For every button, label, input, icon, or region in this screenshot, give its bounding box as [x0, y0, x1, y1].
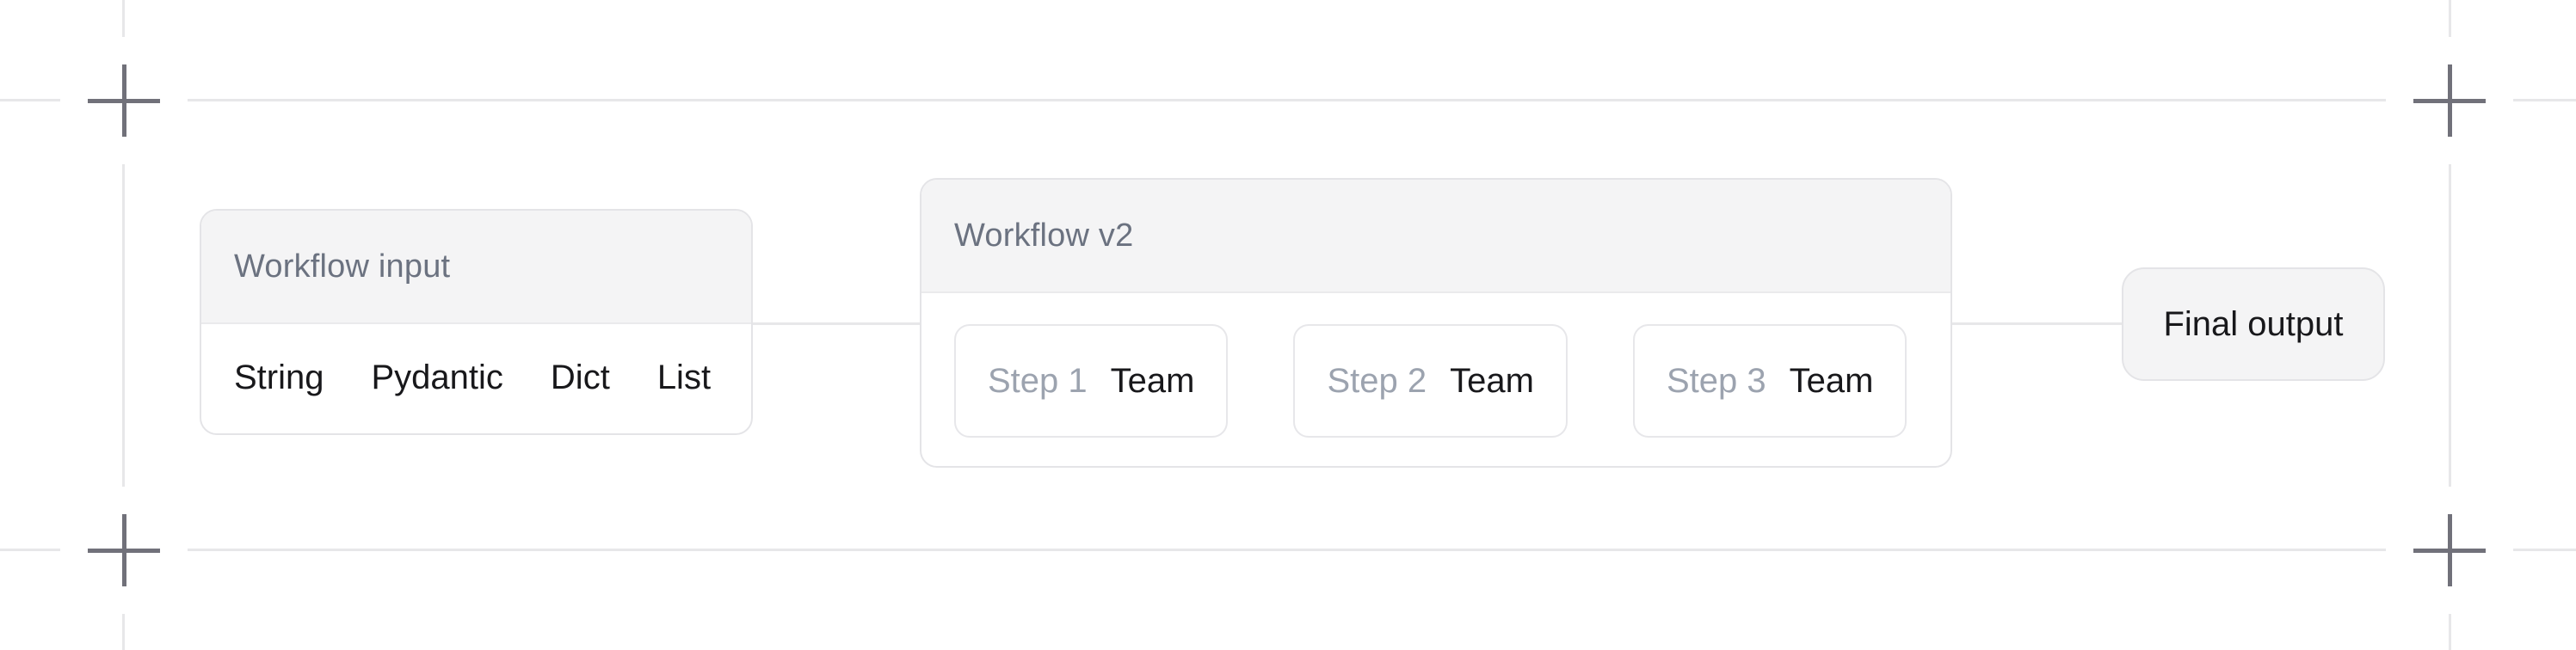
input-type-string: String: [234, 359, 324, 396]
step-1-box: Step 1 Team: [954, 324, 1229, 438]
workflow-input-card: Workflow input String Pydantic Dict List: [200, 209, 753, 435]
crosshair-mark-bottom-left-icon: [88, 514, 160, 586]
input-type-pydantic: Pydantic: [371, 359, 503, 396]
guide-line-vertical-right: [2449, 0, 2451, 650]
final-output-card: Final output: [2122, 267, 2385, 381]
guide-line-vertical-left: [122, 0, 125, 650]
step-2-executor: Team: [1450, 361, 1534, 400]
input-type-list: List: [656, 359, 712, 396]
workflow-v2-body: Step 1 Team Step 2 Team Step 3 Team: [921, 293, 1950, 464]
guide-line-horizontal-bottom: [0, 549, 2576, 551]
connector-workflow-to-output: [1952, 322, 2122, 325]
step-1-label: Step 1: [988, 361, 1088, 400]
step-2-label: Step 2: [1327, 361, 1427, 400]
crosshair-mark-top-right-icon: [2413, 64, 2486, 137]
final-output-label: Final output: [2163, 304, 2344, 343]
step-3-label: Step 3: [1666, 361, 1766, 400]
connector-input-to-workflow: [753, 322, 920, 325]
workflow-input-body: String Pydantic Dict List: [201, 324, 751, 432]
workflow-v2-title: Workflow v2: [954, 217, 1134, 254]
step-1-executor: Team: [1110, 361, 1195, 400]
workflow-input-header: Workflow input: [201, 211, 751, 324]
input-type-dict: Dict: [550, 359, 610, 396]
step-3-box: Step 3 Team: [1632, 324, 1907, 438]
workflow-v2-card: Workflow v2 Step 1 Team Step 2 Team Step…: [920, 178, 1952, 468]
guide-line-horizontal-top: [0, 99, 2576, 101]
crosshair-mark-bottom-right-icon: [2413, 514, 2486, 586]
step-2-box: Step 2 Team: [1293, 324, 1568, 438]
workflow-v2-header: Workflow v2: [921, 180, 1950, 293]
crosshair-mark-top-left-icon: [88, 64, 160, 137]
workflow-input-title: Workflow input: [234, 248, 451, 285]
step-3-executor: Team: [1789, 361, 1874, 400]
